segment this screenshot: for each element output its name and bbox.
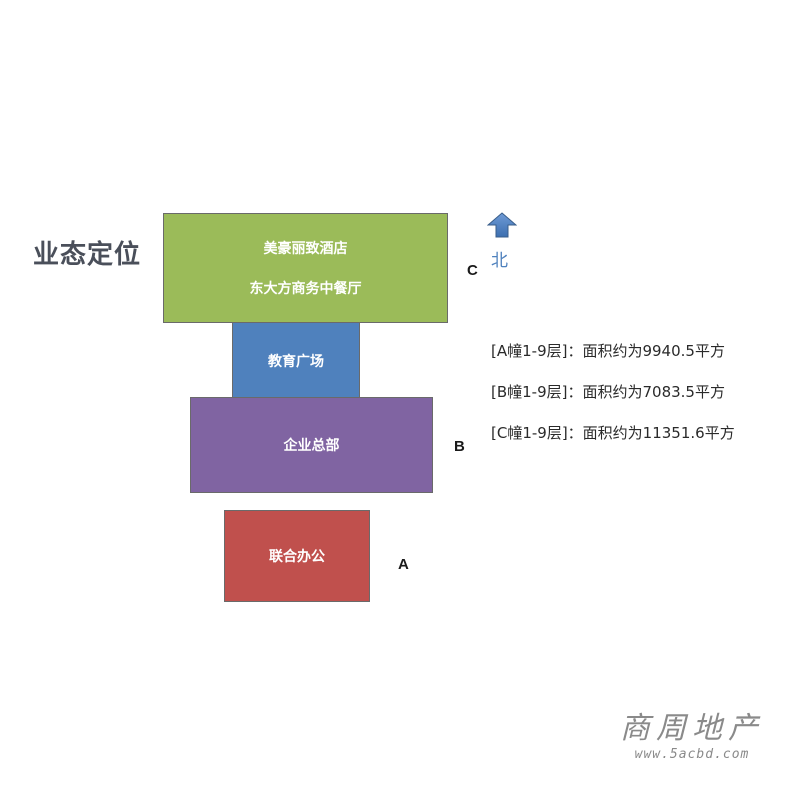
building-b-letter: B — [454, 438, 465, 455]
page-title: 业态定位 — [33, 240, 142, 270]
watermark: 商周地产 www.5acbd.com — [612, 703, 772, 762]
north-label: 北 — [491, 251, 508, 271]
education-plaza-label: 教育广场 — [268, 354, 324, 370]
building-c-line1: 美豪丽致酒店 — [263, 241, 348, 257]
north-arrow-icon — [487, 212, 517, 238]
area-line-c: [C幢1-9层]：面积约为11351.6平方 — [491, 424, 735, 442]
building-b-block: 企业总部 — [190, 397, 433, 493]
watermark-url: www.5acbd.com — [634, 747, 750, 762]
building-c-block: 美豪丽致酒店 东大方商务中餐厅 — [163, 213, 448, 323]
building-c-line2: 东大方商务中餐厅 — [249, 281, 362, 297]
building-c-letter: C — [467, 262, 478, 279]
building-a-block: 联合办公 — [224, 510, 370, 602]
area-list: [A幢1-9层]：面积约为9940.5平方 [B幢1-9层]：面积约为7083.… — [491, 340, 735, 463]
building-a-label: 联合办公 — [269, 549, 325, 565]
education-plaza-block: 教育广场 — [232, 322, 360, 400]
area-line-a: [A幢1-9层]：面积约为9940.5平方 — [491, 342, 725, 360]
watermark-name: 商周地产 — [620, 711, 764, 746]
area-line-b: [B幢1-9层]：面积约为7083.5平方 — [491, 383, 725, 401]
building-a-letter: A — [398, 556, 409, 573]
building-b-label: 企业总部 — [283, 438, 340, 454]
